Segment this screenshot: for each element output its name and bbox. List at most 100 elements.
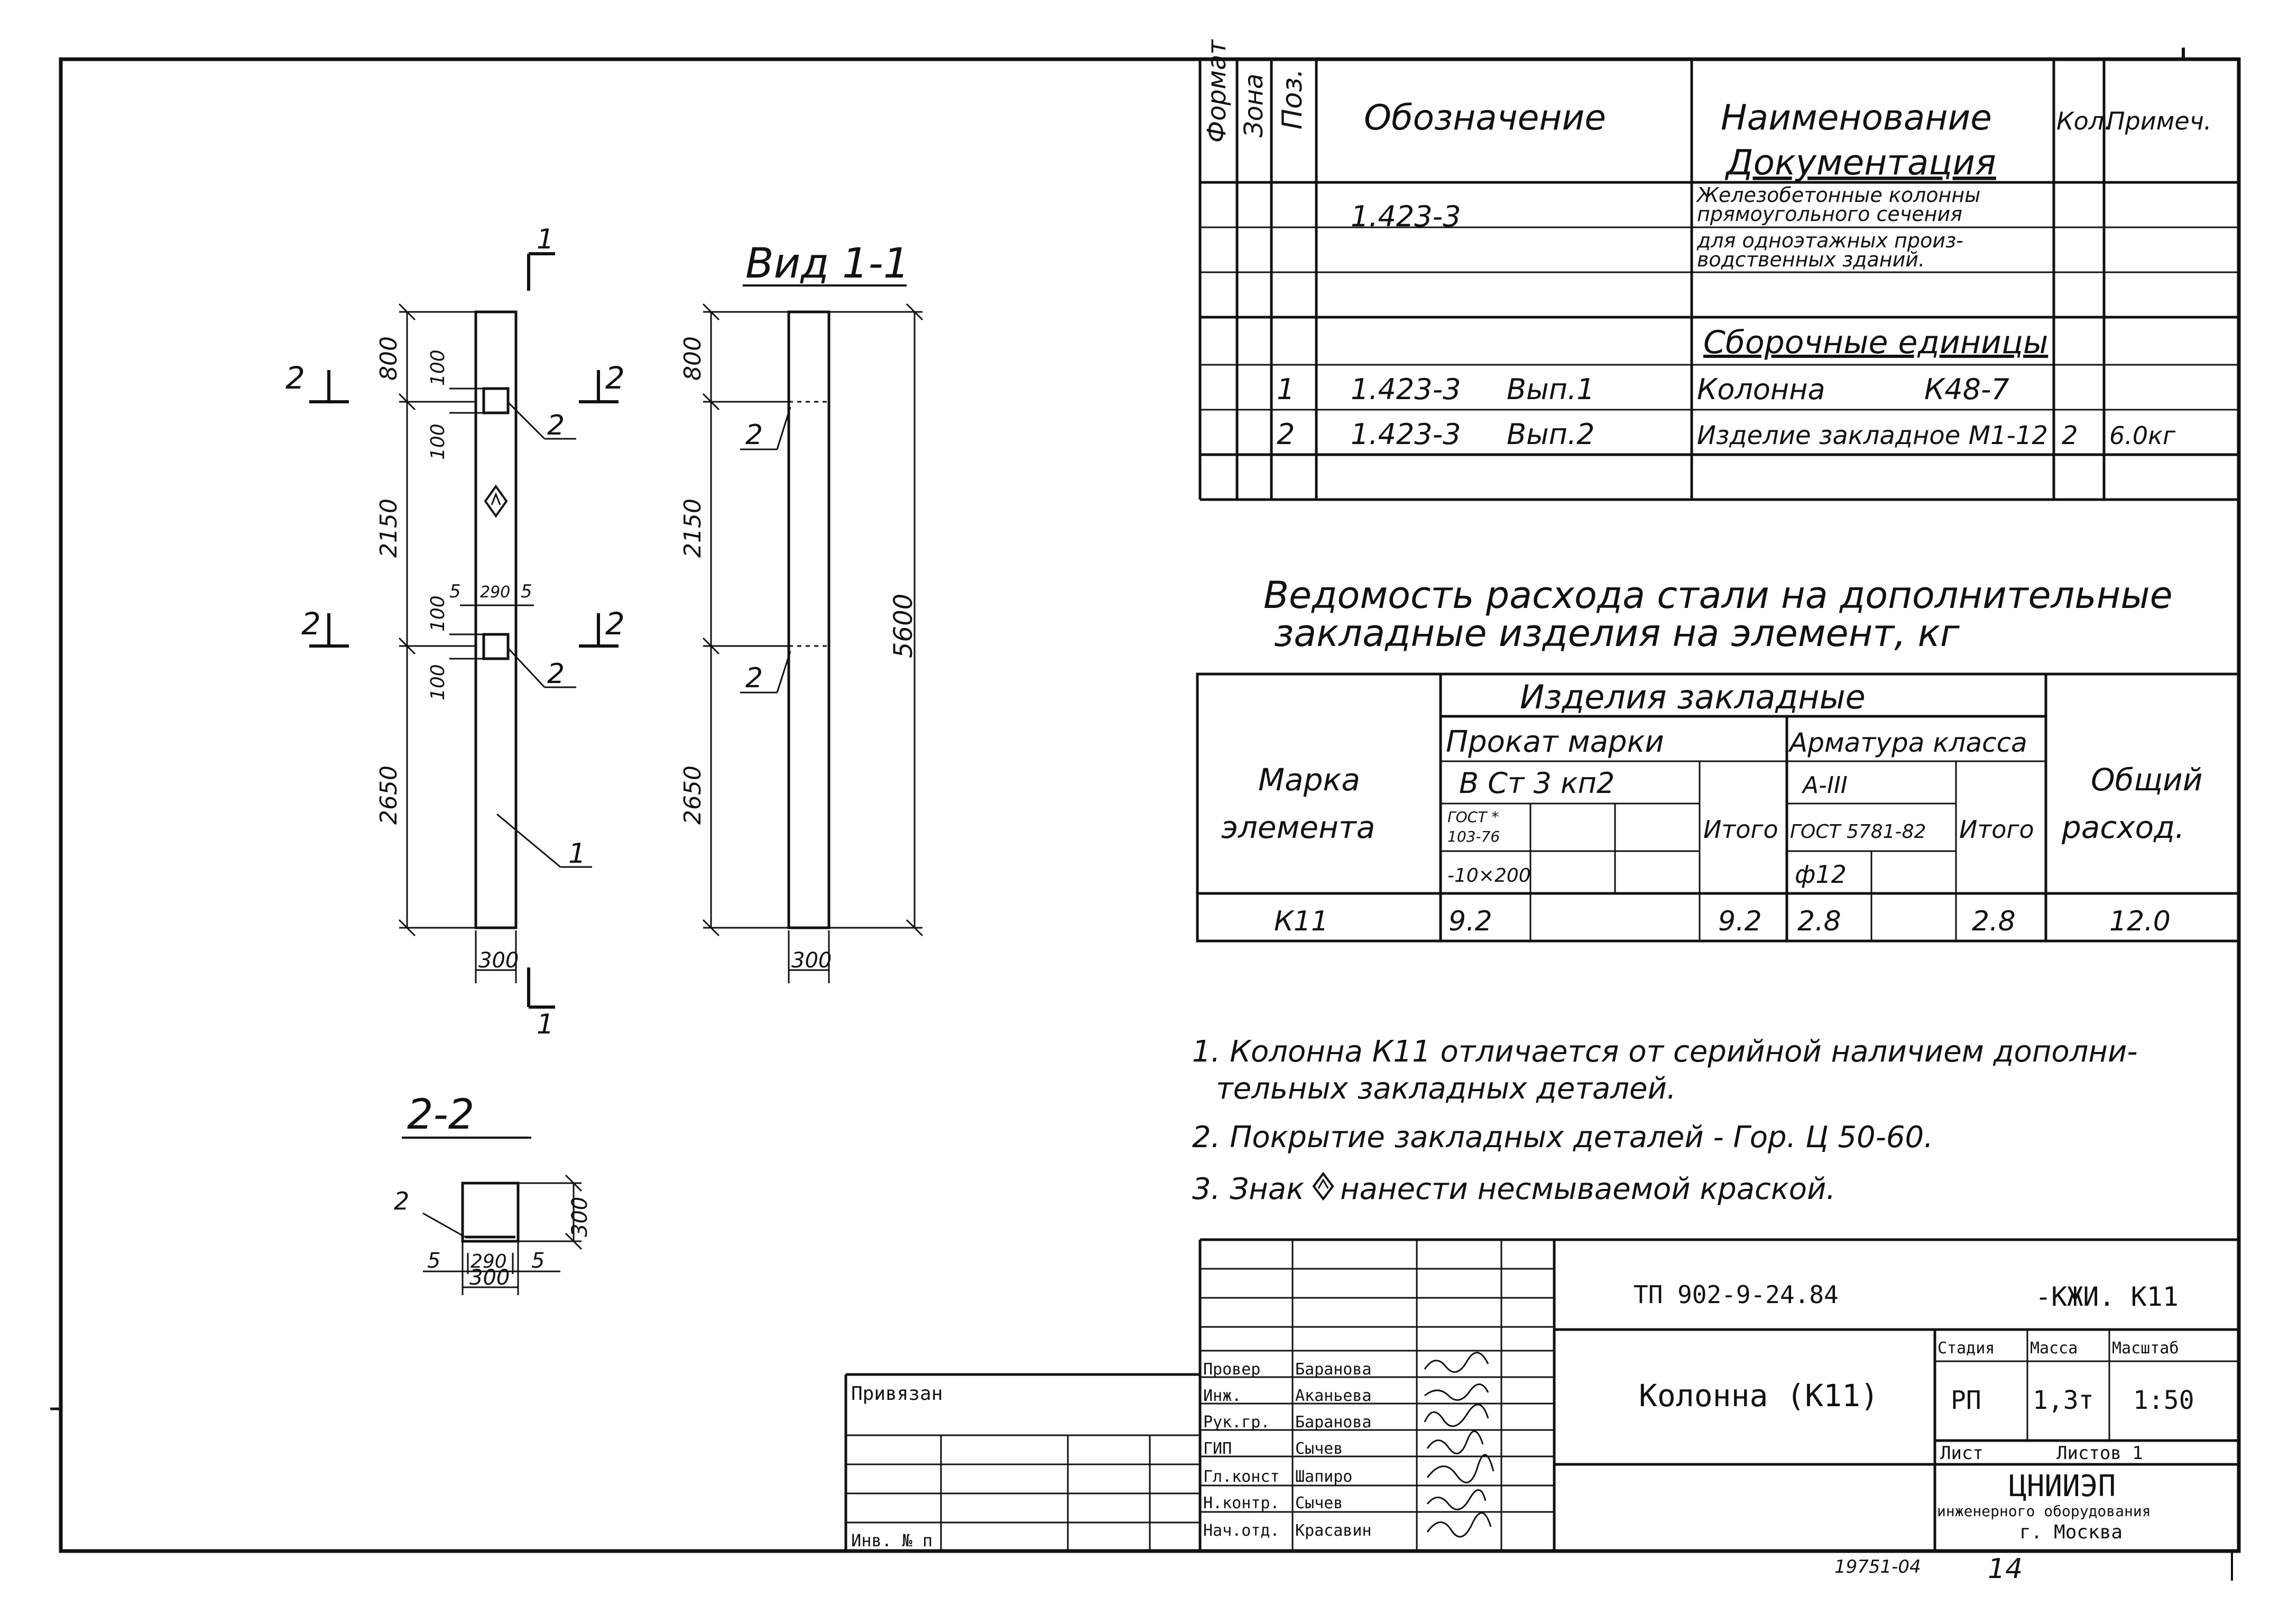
column-side-view: Вид 1-1 800 [679,240,924,983]
inventory-label: Инв. № п [851,1530,933,1551]
header-gost-2: 103-76 [1447,828,1500,845]
header-overall-2: расход. [2061,809,2185,845]
leader-2: 2 [394,1187,409,1215]
dim-2650: 2650 [679,765,706,825]
mass-value: 1,3т [2033,1386,2094,1415]
signer-role: Гл.конст [1203,1468,1280,1486]
dim-5600: 5600 [889,594,918,658]
header-embedded-items: Изделия закладные [1520,678,1866,716]
section-title: 2-2 [407,1091,474,1139]
signer-role: Инж. [1203,1387,1241,1405]
table-row: К11 9.2 9.2 2.8 2.8 12.0 [1274,906,2171,937]
header-format: Формат [1202,39,1232,143]
header-total-rebar: Итого [1959,815,2034,844]
bound-label: Привязан [851,1383,943,1405]
diamond-mark-icon [484,484,508,518]
steel-consumption-sheet: Ведомость расхода стали на дополнительны… [1196,574,2240,943]
header-gost-1: ГОСТ * [1447,808,1499,826]
scale-value: 1:50 [2133,1386,2194,1415]
title-name: Колонна (К11) [1639,1378,1879,1414]
sheet-label: Лист [1940,1443,1983,1464]
cut-label-2: 2 [301,606,321,642]
sheets-label: Листов 1 [2056,1443,2143,1464]
svg-text:К48-7: К48-7 [1924,373,2009,406]
signer-name: Красавин [1295,1521,1372,1540]
dim-100: 100 [427,349,449,386]
org-name: ЦНИИЭП [2009,1469,2116,1503]
stage-header: Стадия [1937,1339,1995,1358]
signatures [1424,1352,1494,1538]
leader-2: 2 [547,658,565,690]
column-front-view: 800 2150 2650 100 100 100 100 5 290 5 30… [285,224,625,1040]
section-documentation: Документация [1724,142,1996,183]
diamond-mark-icon [1312,1171,1334,1201]
header-rolled-steel: Прокат марки [1446,725,1664,759]
dim-300: 300 [791,948,832,973]
leader-1: 1 [568,838,586,870]
table-row: 1 1.423-3 Вып.1 Колонна К48-7 [1277,373,2009,406]
svg-text:Колонна: Колонна [1697,373,1825,406]
signer-role: Нач.отд. [1203,1521,1280,1540]
dim-300: 300 [568,1197,592,1237]
specification-table: Формат Зона Поз. Обозначение Наименовани… [1198,39,2239,501]
signer-name: Сычев [1295,1494,1343,1512]
header-name: Наименование [1721,97,1992,138]
dim-5: 5 [531,1249,545,1273]
steel-title-line-2: закладные изделия на элемент, кг [1274,612,1960,655]
svg-text:1: 1 [1277,373,1295,406]
svg-text:1.423-3: 1.423-3 [1351,418,1461,451]
svg-text:2.8: 2.8 [1972,906,2016,937]
dim-2150: 2150 [375,499,402,558]
header-total-rolled: Итого [1703,815,1778,844]
scale-header: Масштаб [2112,1339,2179,1358]
note-3b: нанести несмываемой краской. [1340,1172,1835,1206]
signer-role: Провер [1203,1360,1260,1379]
leader-2: 2 [745,419,763,451]
header-rebar: Арматура класса [1788,727,2027,758]
title-doc-code: ТП 902-9-24.84 [1634,1280,1839,1309]
header-mark-1: Марка [1258,762,1360,798]
svg-text:6.0кг: 6.0кг [2109,421,2176,450]
dim-100: 100 [427,595,449,632]
svg-text:Вып.1: Вып.1 [1507,373,1595,406]
cut-label-1: 1 [537,224,554,255]
svg-text:2: 2 [2062,421,2078,450]
dim-800: 800 [375,336,402,381]
note-2: 2. Покрытие закладных деталей - Гор. Ц 5… [1192,1120,1933,1155]
header-gost-rebar: ГОСТ 5781-82 [1790,821,1926,843]
signer-name: Шапиро [1295,1468,1352,1486]
cut-label-2: 2 [285,360,305,396]
doc-code: 1.423-3 [1351,200,1461,233]
header-mark-2: элемента [1221,809,1375,845]
cut-label-2: 2 [605,360,625,396]
signer-name: Баранова [1295,1413,1372,1432]
view-title: Вид 1-1 [745,240,909,288]
dim-290: 290 [480,583,510,602]
svg-text:2.8: 2.8 [1797,906,1841,937]
svg-text:Изделие закладное М1-12: Изделие закладное М1-12 [1697,421,2048,450]
notes: 1. Колонна К11 отличается от серийной на… [1192,1035,2138,1206]
cut-label-1: 1 [537,1009,554,1040]
dim-800: 800 [679,336,706,381]
svg-text:12.0: 12.0 [2109,906,2171,937]
title-block: ТП 902-9-24.84 -КЖИ. К11 Колонна (К11) С… [844,1238,2239,1585]
signer-role: ГИП [1203,1440,1232,1458]
page-number: 14 [1988,1553,2023,1585]
header-rebar-class: А-III [1801,772,1848,799]
stage-value: РП [1951,1386,1981,1415]
note-1b: тельных закладных деталей. [1216,1072,1676,1106]
leader-2: 2 [745,662,763,694]
org-city: г. Москва [2019,1521,2123,1543]
section-2-2: 2-2 300 300 290 5 5 2 [394,1091,592,1295]
header-overall-1: Общий [2091,762,2202,798]
mass-header: Масса [2030,1339,2078,1358]
leader-2: 2 [547,410,565,441]
svg-text:2: 2 [1277,418,1295,451]
doc-name-line-4: водственных зданий. [1697,248,1925,271]
cut-label-2: 2 [605,606,625,642]
title-doc-suffix: -КЖИ. К11 [2035,1281,2179,1312]
signer-name: Баранова [1295,1360,1372,1379]
note-1a: 1. Колонна К11 отличается от серийной на… [1192,1035,2138,1069]
header-note: Примеч. [2107,107,2212,135]
